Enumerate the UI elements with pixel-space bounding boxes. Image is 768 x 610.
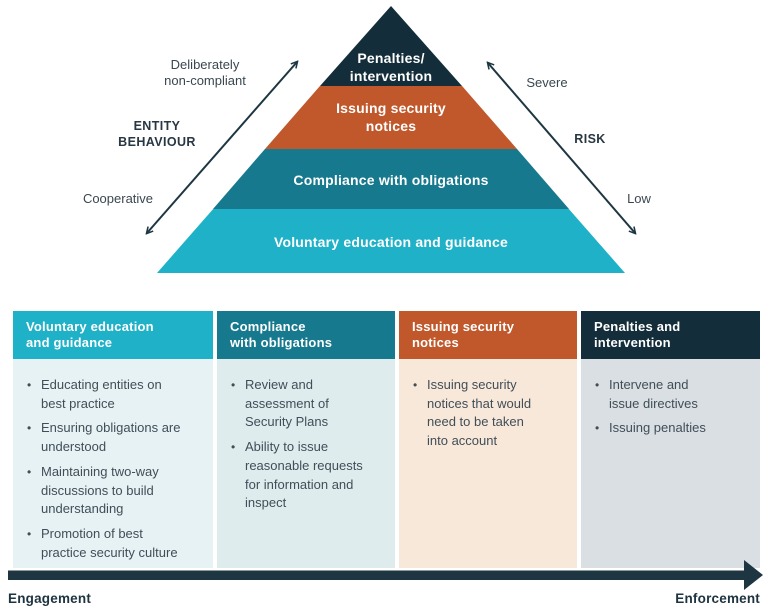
bullet-item: •Issuing penalties [581, 419, 754, 438]
bullet-item: •Intervene and issue directives [595, 377, 698, 411]
column-penalties-header: Penalties and intervention [581, 311, 760, 359]
column-compliance-header: Compliance with obligations [217, 311, 395, 359]
enforcement-label: Enforcement [675, 591, 760, 606]
bullet-dot: • [27, 464, 32, 479]
bullet-item: •Issuing security notices that would nee… [413, 377, 532, 449]
bullet-item: •Review and assessment of Security Plans [231, 377, 329, 430]
bullet-dot: • [231, 440, 236, 455]
bullet-dot: • [413, 378, 418, 392]
bullet-item: •Promotion of best practice security cul… [27, 525, 178, 560]
column-compliance: Compliance with obligations •Review and … [217, 311, 395, 568]
risk-high-label: Severe [526, 75, 568, 90]
bullet-dot: • [595, 378, 600, 392]
axis-arrows-graphic [0, 0, 768, 300]
column-notices-bullets: •Issuing security notices that would nee… [399, 359, 577, 568]
pyramid-label-compliance: Compliance with obligations [293, 172, 489, 188]
bullet-item: •Educating entities on best practice [27, 377, 162, 411]
bullet-dot: • [595, 421, 600, 436]
risk-axis-title: RISK [574, 132, 606, 146]
column-compliance-bullets: •Review and assessment of Security Plans… [217, 359, 395, 568]
behaviour-high-label: Deliberately non-compliant [164, 57, 246, 88]
bullet-dot: • [27, 378, 32, 392]
bullet-dot: • [231, 378, 236, 392]
column-notices-header: Issuing security notices [399, 311, 577, 359]
bullet-item: •Ensuring obligations are understood [27, 420, 181, 455]
engagement-label: Engagement [8, 591, 92, 606]
column-penalties: Penalties and intervention •Intervene an… [581, 311, 760, 568]
detail-table: Voluntary education and guidance •Educat… [13, 311, 760, 568]
pyramid-label-issuing-notices: Issuing security notices [336, 100, 446, 134]
column-voluntary-bullets: •Educating entities on best practice •En… [13, 359, 213, 568]
column-penalties-bullets: •Intervene and issue directives •Issuing… [581, 359, 760, 568]
column-voluntary-header: Voluntary education and guidance [13, 311, 213, 359]
column-notices: Issuing security notices •Issuing securi… [399, 311, 577, 568]
risk-low-label: Low [627, 191, 651, 206]
entity-behaviour-arrow [147, 62, 297, 233]
behaviour-low-label: Cooperative [82, 191, 154, 206]
bullet-dot: • [27, 421, 32, 436]
bullet-item: •Ability to issue reasonable requests fo… [231, 439, 363, 511]
bullet-item: •Maintaining two-way discussions to buil… [27, 463, 159, 517]
entity-behaviour-axis-title: ENTITY BEHAVIOUR [118, 119, 196, 149]
column-voluntary: Voluntary education and guidance •Educat… [13, 311, 213, 568]
bullet-dot: • [27, 526, 32, 541]
risk-arrow [488, 63, 635, 233]
pyramid-label-penalties: Penalties/ intervention [349, 50, 433, 84]
pyramid-label-voluntary: Voluntary education and guidance [273, 234, 509, 250]
